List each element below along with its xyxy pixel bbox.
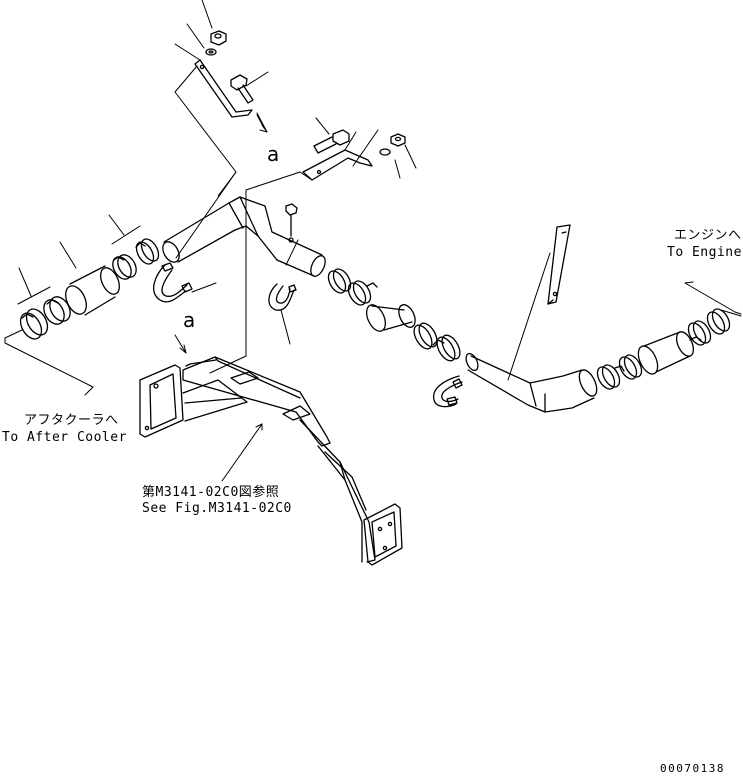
clamp-12 <box>706 308 731 335</box>
clamp-3 <box>43 296 71 325</box>
u-bolt <box>432 375 463 408</box>
support-frame <box>139 356 403 566</box>
left-group-leaders <box>4 214 141 396</box>
to-after-cooler-jp-label: アフタクーラへ <box>24 413 119 428</box>
clamp-1 <box>135 238 160 265</box>
u-hose-right-leader-2 <box>285 239 299 266</box>
clamp-9 <box>596 364 625 390</box>
document-number: 00070138 <box>660 762 725 775</box>
clamp-4 <box>19 308 49 340</box>
right-nut <box>390 133 406 147</box>
clamp-2 <box>112 254 137 280</box>
top-leaders <box>174 0 269 133</box>
ref-a-arrow-left <box>174 334 187 354</box>
assembly-line-top <box>174 65 237 259</box>
hose-middle <box>365 304 416 332</box>
clamp-8 <box>432 334 461 362</box>
upper-elbow-pipe <box>162 196 326 277</box>
to-engine-jp-label: エンジンへ <box>674 228 742 243</box>
ref-a-arrow-top <box>256 114 265 129</box>
top-bracket <box>194 59 253 118</box>
engine-leader <box>684 281 742 317</box>
lower-elbow-pipe <box>465 352 598 413</box>
lower-assembly-line <box>507 252 551 381</box>
to-engine-en-label: To Engine <box>667 245 742 260</box>
top-bolt <box>230 74 254 104</box>
clamp-5 <box>327 268 352 294</box>
right-bolt <box>313 129 350 154</box>
hose-left <box>65 265 121 316</box>
u-hose-right <box>268 283 297 311</box>
to-after-cooler-en-label: To After Cooler <box>2 430 127 445</box>
clamp-7 <box>413 322 438 350</box>
u-hose-left-leader <box>191 282 217 293</box>
ref-a-left: a <box>183 308 196 332</box>
hose-right <box>637 331 695 375</box>
clamp-6 <box>347 280 378 306</box>
right-leaders <box>315 117 417 179</box>
top-nut <box>210 30 227 46</box>
lower-bracket <box>547 224 571 305</box>
clamp-10 <box>618 354 643 380</box>
u-hose-left <box>153 262 193 303</box>
right-washer <box>379 148 391 156</box>
clamp-11 <box>687 320 712 346</box>
air-valve <box>285 203 298 243</box>
see-fig-en-label: See Fig.M3141-02C0 <box>142 501 292 516</box>
ref-a-top: a <box>267 142 280 166</box>
right-bracket <box>302 149 373 181</box>
see-fig-leader <box>221 423 263 482</box>
see-fig-jp-label: 第M3141-02C0図参照 <box>142 485 280 500</box>
top-washer <box>205 48 217 56</box>
u-hose-right-leader <box>280 309 291 345</box>
assembly-line-left <box>209 171 313 374</box>
